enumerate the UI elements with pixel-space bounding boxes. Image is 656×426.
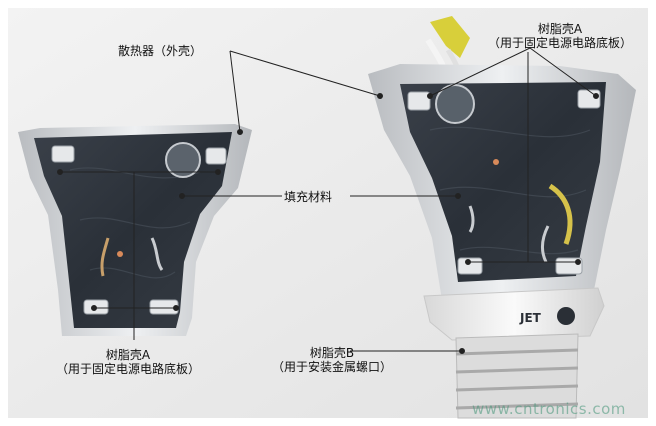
right-resin-a-slot-tr bbox=[577, 89, 601, 109]
right-specimen: JET bbox=[368, 16, 636, 419]
jet-logo-icon bbox=[557, 307, 575, 325]
right-screw-head bbox=[435, 84, 475, 124]
label-resin-shell-a-left-desc: （用于固定电源电路底板） bbox=[56, 362, 201, 376]
label-resin-shell-a-left: 树脂壳A （用于固定电源电路底板） bbox=[56, 348, 200, 376]
metal-screw-base bbox=[455, 333, 579, 419]
right-resin-a-slot-tl bbox=[407, 91, 431, 111]
wire-tape bbox=[430, 16, 470, 58]
label-filler-material: 填充材料 bbox=[284, 190, 333, 204]
watermark: www.cntronics.com bbox=[472, 400, 626, 418]
label-resin-shell-a-right-title: 树脂壳A bbox=[537, 22, 583, 36]
left-resin-a-slot-tl bbox=[51, 145, 75, 163]
left-potting-material bbox=[34, 132, 232, 328]
right-potting-material bbox=[400, 82, 606, 282]
resin-shell-b bbox=[423, 287, 605, 341]
label-heatsink: 散热器（外壳） bbox=[118, 44, 203, 58]
label-resin-shell-b-desc: （用于安装金属螺口） bbox=[272, 360, 393, 374]
label-resin-shell-a-left-title: 树脂壳A bbox=[105, 348, 151, 362]
annotation-lines bbox=[57, 47, 599, 354]
left-specimen bbox=[18, 124, 252, 336]
left-resin-a-slot-tr bbox=[205, 147, 227, 165]
base-marking: JET bbox=[519, 311, 542, 325]
label-resin-shell-a-right-desc: （用于固定电源电路底板） bbox=[488, 36, 633, 50]
yellow-wire bbox=[548, 183, 573, 245]
label-resin-shell-b-title: 树脂壳B bbox=[309, 346, 355, 360]
label-resin-shell-a-right: 树脂壳A （用于固定电源电路底板） bbox=[488, 22, 632, 50]
label-resin-shell-b: 树脂壳B （用于安装金属螺口） bbox=[272, 346, 392, 374]
left-screw-head bbox=[165, 142, 201, 178]
